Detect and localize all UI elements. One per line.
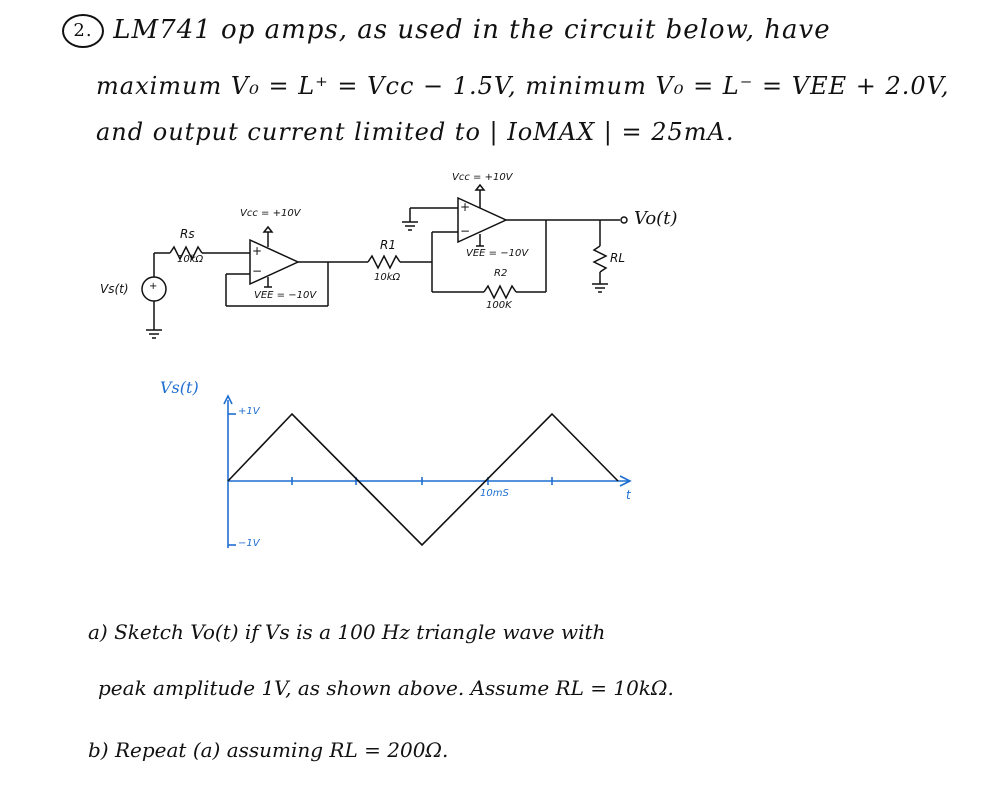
r1-value: 10kΩ [374,272,401,283]
problem-number: 2. [62,14,104,48]
r1-name: R1 [380,238,396,252]
resistor-r2 [483,284,517,300]
waveform-ylabel: Vs(t) [160,378,199,397]
problem-line-3: and output current limited to | IoMAX | … [96,118,735,146]
question-a-line-1: a) Sketch Vo(t) if Vs is a 100 Hz triang… [88,620,606,644]
question-a-line-2: peak amplitude 1V, as shown above. Assum… [98,676,674,700]
op-amp-2 [457,196,508,244]
op2-minus: − [460,224,471,238]
vs-label: Vs(t) [100,282,129,296]
problem-text-line-1: 2. LM741 op amps, as used in the circuit… [62,14,831,48]
op2-plus: + [460,200,471,214]
question-b: b) Repeat (a) assuming RL = 200Ω. [88,738,449,762]
waveform-axes [223,394,632,548]
resistor-rs [169,245,203,261]
resistor-rl [592,245,608,273]
neg-tick-label: −1V [238,538,260,549]
op1-vee-label: VEE = −10V [254,290,317,301]
problem-line-1: LM741 op amps, as used in the circuit be… [113,15,831,45]
op1-vcc-label: Vcc = +10V [240,208,301,219]
op2-vcc-label: Vcc = +10V [452,172,513,183]
triangle-wave [227,412,619,547]
op-amp-1 [249,238,300,286]
time-label: 10mS [480,488,509,499]
rl-name: RL [610,251,626,265]
pos-tick-label: +1V [238,406,260,417]
rs-value: 10kΩ [177,254,204,265]
op1-plus: + [252,244,263,258]
output-node [620,216,628,224]
op1-minus: − [252,264,263,278]
t-axis-label: t [626,488,631,502]
resistor-r1 [367,254,401,270]
problem-line-2: maximum V₀ = L⁺ = Vcc − 1.5V, minimum V₀… [96,72,950,100]
op2-vee-label: VEE = −10V [466,248,529,259]
source-plus: + [149,281,158,292]
r2-value: 100K [486,300,512,311]
vo-label: Vo(t) [634,208,678,229]
r2-name: R2 [494,268,508,279]
rs-name: Rs [180,227,195,241]
